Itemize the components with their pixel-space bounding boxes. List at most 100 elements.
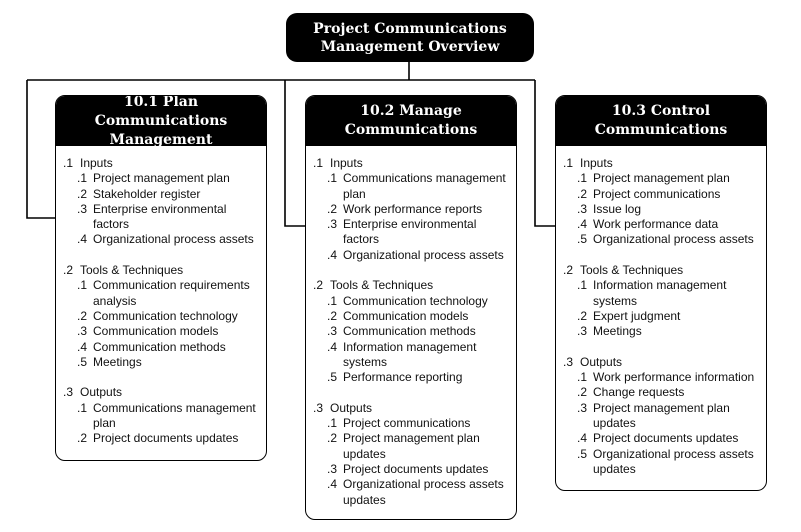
item-text: Project documents updates [343,461,489,476]
item-text: Expert judgment [593,308,681,323]
item-number: .1 [327,171,338,186]
item-number: .3 [577,324,588,339]
item-number: .2 [77,186,88,201]
section-label: Inputs [80,156,113,170]
section-label: Tools & Techniques [80,263,184,278]
item-text: Communication models [93,324,219,339]
section-heading: .3 Outputs [313,401,510,416]
process-title-line: Management [109,131,213,148]
item-number: .1 [77,400,88,415]
list-item: .4 Organizational process assets [63,232,260,247]
item-text: Project communications [593,186,721,201]
section-heading: .2 Tools & Techniques [313,278,510,293]
item-number: .3 [327,324,338,339]
item-number: .3 [327,217,338,232]
section-number: .3 [313,400,324,415]
item-number: .1 [77,278,88,293]
item-text: Organizational process assets [93,232,254,247]
item-number: .2 [327,201,338,216]
item-number: .4 [327,247,338,262]
section-number: .1 [63,156,74,170]
item-number: .3 [577,201,588,216]
overview-title-line-1: Project Communications [313,20,507,37]
item-text: Change requests [593,385,685,400]
connector-plan [26,80,55,219]
section-number: .2 [63,263,74,278]
process-title-line: Communications [344,122,478,138]
item-number: .2 [327,308,338,323]
item-number: .4 [577,217,588,232]
overview-title-box: Project Communications Management Overvi… [286,13,534,62]
item-number: .1 [327,416,338,431]
section-heading: .2 Tools & Techniques [63,263,260,278]
item-number: .1 [327,293,338,308]
item-text: Communication requirements analysis [93,278,250,308]
item-number: .2 [577,186,588,201]
process-title-line: 10.1 Plan Communications [94,95,228,129]
process-section: .2 Tools & Techniques.1 Communication requ… [63,263,260,370]
item-number: .2 [577,385,588,400]
section-number: .2 [563,263,574,278]
item-text: Project management plan [93,171,230,186]
item-number: .5 [77,354,88,369]
item-text: Information management systems [593,278,727,308]
connector-manage [284,80,305,227]
item-text: Enterprise environmental factors [93,201,227,232]
section-label: Tools & Techniques [330,278,434,293]
item-text: Project communications [343,416,471,431]
item-text: Project documents updates [93,431,239,446]
list-item: .1 Communication requirements analysis [63,278,260,309]
item-text: Meetings [593,324,642,339]
item-text: Project management plan updates [343,431,480,461]
list-item: .3 Meetings [563,324,760,339]
section-label: Inputs [580,156,613,170]
section-number: .2 [313,278,324,293]
item-text: Enterprise environmental factors [343,217,477,247]
item-number: .4 [577,431,588,446]
section-label: Outputs [330,400,373,415]
connector-control [534,80,555,227]
item-number: .5 [577,232,588,247]
process-title-line: 10.3 Control [611,103,711,119]
item-text: Work performance data [593,217,719,232]
list-item: .4 Work performance data [563,217,760,232]
item-number: .4 [77,232,88,247]
section-label: Inputs [330,156,363,170]
section-number: .3 [63,385,74,400]
item-text: Project documents updates [593,431,739,446]
list-item: .2 Project communications [563,187,760,202]
item-text: Project management plan updates [593,400,730,431]
list-item: .4 Project documents updates [563,431,760,446]
